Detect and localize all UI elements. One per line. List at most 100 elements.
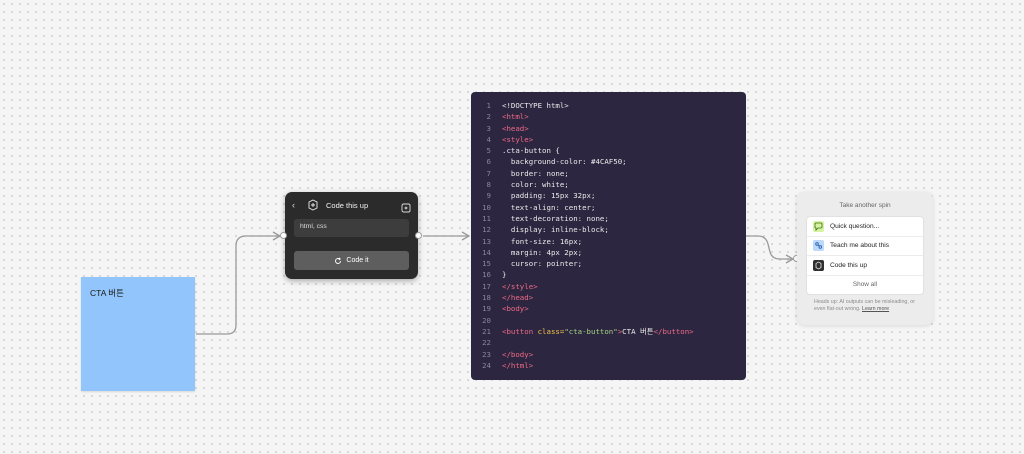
line-number: 19 <box>482 304 491 314</box>
code-token: font-size: 16px; <box>502 236 583 246</box>
line-text: <html> <box>502 111 529 122</box>
code-line: 21 <button class="cta-button">CTA 버튼</but… <box>471 326 746 337</box>
code-token: padding: 15px 32px; <box>502 191 596 201</box>
code-line: 10 text-align: center; <box>471 202 746 213</box>
line-number: 24 <box>482 360 491 370</box>
line-number: 14 <box>482 247 491 257</box>
code-line: 14 margin: 4px 2px; <box>471 247 746 258</box>
suggestion-label: Quick question... <box>830 222 880 230</box>
suggestion-label: Teach me about this <box>830 242 890 250</box>
code-token: <button <box>502 326 538 336</box>
code-line: 17 </style> <box>471 281 746 292</box>
line-number: 18 <box>482 293 491 303</box>
line-number: 8 <box>486 180 491 190</box>
code-token: <head> <box>502 123 529 133</box>
code-line: 2 <html> <box>471 111 746 122</box>
code-token: <html> <box>502 112 529 122</box>
chevron-left-icon[interactable]: ‹ <box>292 200 295 210</box>
line-number: 2 <box>486 112 491 122</box>
ai-code-widget[interactable]: ‹ Code this up html, css Code it <box>285 192 418 279</box>
line-text: padding: 15px 32px; <box>502 190 596 201</box>
widget-output-port[interactable] <box>415 232 422 239</box>
code-line: 16} <box>471 269 746 280</box>
line-number: 15 <box>482 259 491 269</box>
suggestion-teach-me[interactable]: Teach me about this <box>807 237 923 256</box>
code-line: 19 <body> <box>471 303 746 314</box>
line-text: background-color: #4CAF50; <box>502 156 627 167</box>
code-token: <!DOCTYPE html> <box>502 101 569 110</box>
line-number: 21 <box>482 326 491 336</box>
code-line: 5 .cta-button { <box>471 145 746 156</box>
line-text: margin: 4px 2px; <box>502 247 582 258</box>
code-token: </button> <box>653 326 694 336</box>
line-text: color: white; <box>502 179 569 190</box>
code-sparkle-icon <box>306 198 320 212</box>
line-number: 4 <box>486 134 491 144</box>
code-line: 8 color: white; <box>471 179 746 190</box>
line-number: 20 <box>482 315 491 325</box>
code-token: .cta-button { <box>502 146 560 156</box>
sticky-note[interactable]: CTA 버튼 <box>81 277 195 391</box>
code-line: 22 <box>471 337 746 348</box>
line-text: display: inline-block; <box>502 224 609 235</box>
code-token: color: white; <box>502 180 569 190</box>
line-number: 7 <box>486 168 491 178</box>
line-number: 16 <box>482 270 491 280</box>
code-line: 4 <style> <box>471 134 746 145</box>
panel-title: Take another spin <box>839 202 891 209</box>
code-line: 12 display: inline-block; <box>471 224 746 235</box>
code-token: border: none; <box>502 168 569 178</box>
line-text: <button class="cta-button">CTA 버튼</butto… <box>502 326 694 337</box>
line-text: <body> <box>502 303 529 314</box>
show-all-link[interactable]: Show all <box>852 281 878 288</box>
code-token: CTA 버튼 <box>622 326 654 336</box>
disclaimer-note: Heads up: AI outputs can be misleading, … <box>814 299 922 314</box>
code-token: margin: 4px 2px; <box>502 247 583 257</box>
line-text: </body> <box>502 349 533 360</box>
line-number: 6 <box>486 157 491 167</box>
line-text: </head> <box>502 292 533 303</box>
line-text: font-size: 16px; <box>502 236 582 247</box>
code-line: 20 <box>471 315 746 326</box>
code-it-label: Code it <box>346 257 369 264</box>
code-token: "cta-button" <box>564 326 618 336</box>
line-number: 12 <box>482 225 491 235</box>
code-token: </html> <box>502 360 534 370</box>
line-number: 1 <box>486 101 491 110</box>
line-number: 23 <box>482 349 491 359</box>
code-line: 6 background-color: #4CAF50; <box>471 156 746 167</box>
sparkle-icon[interactable] <box>401 200 411 213</box>
line-number: 22 <box>482 338 491 348</box>
code-token: </body> <box>502 349 534 359</box>
line-text: } <box>502 269 506 280</box>
line-number: 10 <box>482 202 491 212</box>
code-token: <body> <box>502 304 529 314</box>
learn-more-link[interactable]: Learn more <box>862 306 890 313</box>
suggestion-quick-question[interactable]: Quick question... <box>807 217 923 237</box>
code-token: } <box>502 270 507 280</box>
code-token: <style> <box>502 134 534 144</box>
suggestion-code-this-up[interactable]: Code this up <box>807 256 923 276</box>
code-token: class= <box>537 326 565 336</box>
code-token: </head> <box>502 293 534 303</box>
line-text: </style> <box>502 281 538 292</box>
language-input[interactable]: html, css <box>294 219 409 237</box>
code-token: text-align: center; <box>502 202 596 212</box>
code-token: > <box>617 326 623 336</box>
widget-input-port[interactable] <box>280 232 287 239</box>
suggestion-label: Code this up <box>830 261 868 269</box>
line-number: 13 <box>482 236 491 246</box>
line-number: 17 <box>482 281 491 291</box>
code-it-button[interactable]: Code it <box>294 251 409 270</box>
code-line: 24 </html> <box>471 360 746 371</box>
code-icon <box>813 259 824 271</box>
code-line: 15 cursor: pointer; <box>471 258 746 269</box>
line-number: 5 <box>486 146 491 156</box>
code-line: 13 font-size: 16px; <box>471 236 746 247</box>
line-number: 11 <box>482 213 491 223</box>
code-token: cursor: pointer; <box>502 259 583 269</box>
suggestions-panel: Take another spin Quick question... Teac… <box>797 192 933 325</box>
code-block[interactable]: 1<!DOCTYPE html>2<html>3<head>4<style>5.… <box>471 92 746 380</box>
code-token: display: inline-block; <box>502 225 609 235</box>
code-token: text-decoration: none; <box>502 213 609 223</box>
